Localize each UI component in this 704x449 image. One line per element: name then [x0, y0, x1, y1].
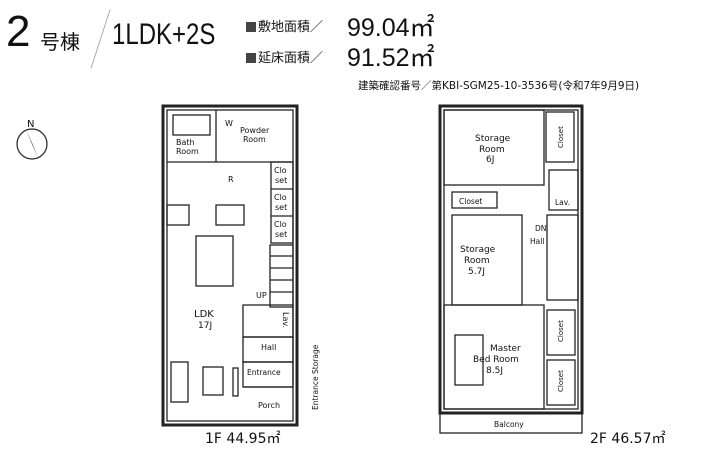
svg-text:Storage: Storage	[460, 245, 496, 255]
building-suffix: 号棟	[40, 30, 80, 54]
compass: N	[16, 119, 48, 160]
svg-text:Room: Room	[464, 256, 490, 266]
svg-text:Closet: Closet	[557, 370, 565, 392]
svg-text:Balcony: Balcony	[494, 420, 524, 429]
svg-text:Lav.: Lav.	[555, 198, 570, 207]
site-area-value: 99.04㎡	[347, 14, 435, 42]
compass-north-label: N	[27, 119, 34, 130]
svg-text:Entrance: Entrance	[247, 368, 281, 377]
svg-text:Closet: Closet	[557, 320, 565, 342]
svg-text:Room: Room	[243, 135, 266, 144]
svg-text:Hall: Hall	[530, 237, 544, 246]
svg-text:Porch: Porch	[258, 401, 280, 410]
svg-text:DN: DN	[535, 224, 546, 233]
svg-text:5.7J: 5.7J	[468, 267, 485, 277]
svg-text:UP: UP	[256, 291, 267, 300]
floor-area-label: 延床面積／	[246, 47, 323, 66]
svg-text:Powder: Powder	[240, 126, 270, 135]
svg-text:6J: 6J	[486, 155, 494, 165]
svg-text:W: W	[225, 119, 233, 128]
svg-text:Closet: Closet	[557, 126, 565, 148]
building-number: 2	[6, 7, 31, 56]
svg-text:Lav.: Lav.	[281, 312, 290, 328]
svg-text:8.5J: 8.5J	[486, 366, 503, 376]
svg-text:set: set	[275, 203, 287, 212]
svg-text:Bed Room: Bed Room	[473, 355, 519, 365]
svg-text:Entrance Storage: Entrance Storage	[311, 344, 320, 410]
svg-text:set: set	[275, 176, 287, 185]
floor-2-labels: Storage Room 6J Closet Closet Lav. DN Ha…	[459, 126, 666, 447]
svg-text:Room: Room	[176, 147, 199, 156]
svg-text:Clo: Clo	[274, 166, 287, 175]
svg-text:LDK: LDK	[194, 309, 214, 320]
svg-text:Clo: Clo	[274, 220, 287, 229]
svg-text:Hall: Hall	[261, 343, 276, 352]
floor-2-caption: 2F 46.57㎡	[590, 431, 666, 447]
floor-1	[161, 104, 299, 427]
svg-text:17J: 17J	[198, 321, 212, 331]
permit-number: 建築確認番号／第KBI-SGM25-10-3536号(令和7年9月9日)	[358, 80, 640, 92]
floor-1-caption: 1F 44.95㎡	[205, 431, 281, 447]
floor-2	[438, 104, 584, 434]
svg-text:Bath: Bath	[176, 138, 195, 147]
svg-text:Closet: Closet	[459, 197, 482, 206]
floor-area-value: 91.52㎡	[347, 44, 435, 72]
svg-text:Master: Master	[490, 344, 521, 354]
svg-text:Room: Room	[479, 145, 505, 155]
svg-text:Clo: Clo	[274, 193, 287, 202]
site-area-label: 敷地面積／	[246, 16, 323, 35]
svg-text:Storage: Storage	[475, 134, 511, 144]
svg-text:R: R	[228, 175, 234, 184]
layout-type: 1LDK+2S	[112, 18, 216, 51]
svg-text:set: set	[275, 230, 287, 239]
floor-1-labels: Bath Room W Powder Room R Closet Closet …	[176, 119, 320, 447]
